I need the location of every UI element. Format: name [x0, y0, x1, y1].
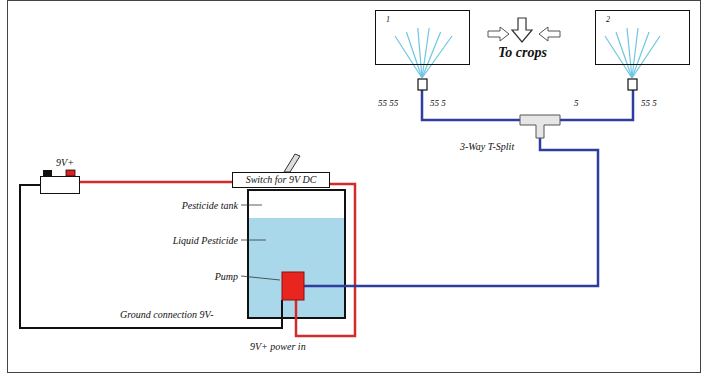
feed-pipe: [304, 138, 598, 286]
flow-mark: 55 5: [641, 97, 657, 109]
spray-line: [632, 36, 660, 78]
arrow-left: [539, 27, 560, 41]
part-label: 3-Way T-Split: [460, 140, 514, 153]
spray-line: [632, 32, 649, 78]
power-wire: [80, 181, 232, 184]
leader-line: [241, 240, 266, 241]
wire-label: Ground connection 9V-: [120, 308, 214, 321]
nozzle: [628, 79, 637, 90]
wire-label: 9V+ power in: [250, 340, 306, 353]
sprayer-number: 1: [386, 14, 390, 26]
direction-label: To crops: [498, 44, 547, 61]
spray-line: [418, 28, 422, 78]
arrow-down: [512, 18, 532, 42]
arrow-right: [488, 27, 509, 41]
leader-line: [241, 276, 280, 280]
part-label: 9V+: [56, 157, 74, 169]
spray-line: [627, 28, 632, 78]
pipe-right: [560, 90, 633, 120]
flow-mark: 55 55: [378, 97, 398, 109]
sprayer-number: 2: [606, 14, 610, 26]
pump: [282, 272, 304, 300]
spray-line: [395, 36, 422, 78]
battery: 9V+: [40, 176, 80, 194]
part-label: Pesticide tank: [182, 199, 238, 212]
leader-line: [241, 205, 262, 206]
ground-wire: [20, 185, 282, 328]
spray-line: [422, 36, 452, 78]
part-label: Pump: [215, 270, 238, 283]
switch-box: Switch for 9V DC: [232, 172, 330, 188]
flow-mark: 55 5: [430, 97, 446, 109]
part-label: Liquid Pesticide: [173, 234, 238, 247]
sprayer-box: 1: [375, 10, 470, 65]
part-label: Switch for 9V DC: [246, 174, 317, 186]
t-split: [520, 115, 560, 138]
pipe-left: [422, 90, 520, 120]
frame: [8, 1, 701, 373]
nozzle: [418, 79, 427, 90]
flow-mark: 5: [574, 97, 579, 109]
pesticide-tank: [248, 190, 345, 318]
power-wire: [296, 184, 355, 336]
switch-lever: [284, 154, 300, 172]
sprayer-box: 2: [595, 10, 690, 65]
